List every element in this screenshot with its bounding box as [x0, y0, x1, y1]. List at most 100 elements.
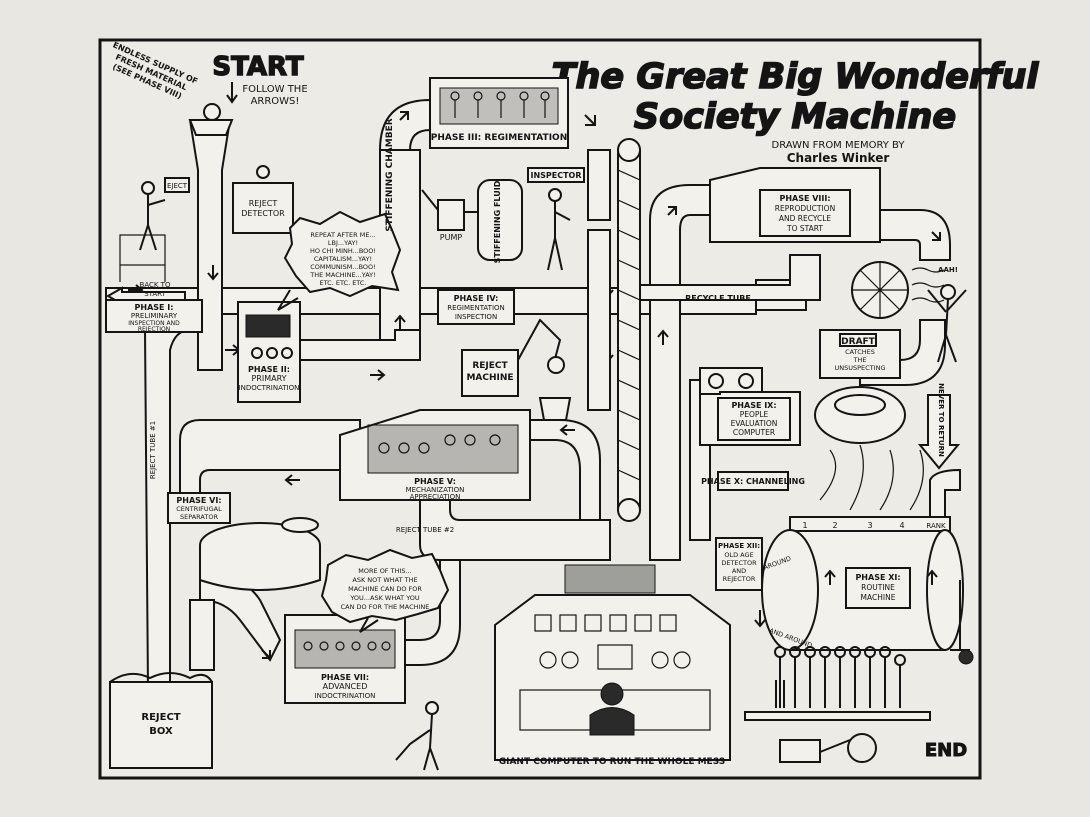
speech-2-line-2: ASK NOT WHAT THE [352, 576, 417, 584]
phase-8-line-4: TO START [786, 224, 823, 233]
phase-3-label: PHASE III: REGIMENTATION [431, 133, 567, 143]
reject-detector-label-2: DETECTOR [241, 209, 285, 218]
stiffening-chamber-label: STIFFENING CHAMBER [385, 118, 395, 231]
speech-2-line-1: MORE OF THIS... [358, 567, 411, 575]
title-line-2: Society Machine [634, 97, 956, 137]
phase-4-line-1: PHASE IV: [454, 294, 499, 303]
never-return-arrow [917, 394, 961, 470]
phase-9-line-3: EVALUATION [731, 419, 778, 428]
phase-7-line-1: PHASE VII: [321, 673, 369, 682]
giant-computer-area: GIANT COMPUTER TO RUN THE WHOLE MESS [494, 564, 731, 767]
stiffening-area: STIFFENING CHAMBER PUMP STIFFENING FLUID [385, 118, 523, 263]
sweeper-person-icon [425, 701, 439, 715]
phase-12-line-1: PHASE XII: [718, 542, 760, 550]
phase-9-line-4: COMPUTER [733, 428, 775, 437]
speech-1-line-3: HO CHI MINH...BOO! [310, 247, 376, 255]
phase-10-area: PHASE X: CHANNELING [701, 444, 924, 511]
phase-3-area: PHASE III: REGIMENTATION [429, 77, 569, 149]
phase-11-box [845, 567, 911, 609]
draft-label: DRAFT [841, 337, 876, 347]
phase-6-area: PHASE VI: CENTRIFUGAL SEPARATOR [167, 492, 321, 591]
phase-9-area: PHASE IX: PEOPLE EVALUATION COMPUTER [699, 367, 906, 446]
speech-bubble-repeat [283, 210, 402, 298]
phase-5-line-3: APPRECIATION [410, 493, 461, 501]
never-return-label: NEVER TO RETURN [937, 383, 945, 457]
phase-4-box [437, 289, 515, 325]
credit-line-2: Charles Winker [787, 151, 890, 165]
start-sub-2: ARROWS! [251, 96, 300, 107]
giant-computer [494, 594, 731, 761]
phase-6-line-3: SEPARATOR [180, 513, 218, 521]
reject-box-label-2: BOX [149, 726, 173, 737]
reject-box-label-1: REJECT [141, 712, 180, 723]
pump-label: PUMP [440, 233, 463, 242]
start-sub-1: FOLLOW THE [242, 84, 307, 95]
speech-1-line-5: COMMUNISM...BOO! [310, 263, 376, 271]
speech-2-line-5: CAN DO FOR THE MACHINE [341, 603, 430, 611]
phase-12-box [715, 537, 763, 591]
phase-1-line-2: PRELIMINARY [131, 312, 178, 320]
operator-icon [600, 682, 624, 706]
speech-bubble-more [320, 548, 450, 624]
phase-6-line-2: CENTRIFUGAL [176, 505, 222, 513]
reject-box-area: REJECT BOX [109, 672, 439, 771]
end-label: END [925, 740, 967, 761]
pump-box [437, 199, 465, 231]
reject-detector-box [232, 182, 294, 234]
rank-1: 1 [802, 521, 807, 530]
phase-1-line-4: REJECTION [138, 326, 170, 333]
rank-4: 4 [899, 521, 904, 530]
reject-machine-box [461, 349, 519, 397]
reject-box [109, 681, 213, 769]
phase-5-line-2: MECHANIZATION [406, 486, 465, 494]
phase-4-line-3: INSPECTION [455, 313, 497, 321]
phase-2-line-1: PHASE II: [248, 365, 290, 374]
phase-12-line-5: REJECTOR [723, 575, 756, 583]
speech-1-line-7: ETC. ETC. ETC. [319, 279, 366, 287]
reject-tube-1-label: REJECT TUBE #1 [149, 421, 157, 479]
hopper-funnel [188, 119, 234, 136]
phase-8-line-3: AND RECYCLE [779, 214, 832, 223]
phase-11-line-2: ROUTINE [861, 583, 895, 592]
rank-3: 3 [867, 521, 872, 530]
phase-2-line-2: PRIMARY [251, 374, 286, 383]
output-people-row: END [744, 646, 968, 763]
reject-bucket [538, 397, 572, 421]
phase-5-line-1: PHASE V: [414, 477, 456, 486]
detector-bulb-icon [256, 165, 270, 179]
draft-sub-2: THE [853, 356, 867, 364]
stiffening-fluid-label: STIFFENING FLUID [493, 180, 502, 263]
phase-12-line-2: OLD AGE [724, 551, 753, 559]
phase-10-box [717, 471, 789, 491]
eject-label: EJECT [167, 182, 188, 190]
rank-2: 2 [832, 521, 837, 530]
computer-top-panel [564, 564, 656, 594]
phase-1-line-3: INSPECTION AND [128, 320, 180, 327]
title-line-1: The Great Big Wonderful [552, 57, 1040, 97]
reject-tube-2-label: REJECT TUBE #2 [396, 526, 454, 534]
rank-label: RANK [926, 522, 946, 530]
inspector-label: INSPECTOR [530, 171, 581, 180]
phase-9-box [717, 397, 791, 441]
phase-11-area: 1 2 3 4 RANK PHASE XI: ROUTINE MACHINE A… [761, 516, 974, 665]
phase-4-line-2: REGIMENTATION [447, 304, 505, 312]
phase-1-box [105, 299, 203, 333]
conveyor-belt [617, 149, 641, 511]
phase-5-machine [339, 409, 531, 501]
phase-1-line-1: PHASE I: [135, 303, 174, 312]
phase-1-area: EJECT REJECT DETECTOR BACK TO START PHAS… [105, 165, 294, 333]
phase-11-line-1: PHASE XI: [855, 573, 900, 582]
phase-6-box [167, 492, 231, 524]
person-icon [141, 181, 155, 195]
phase-6-line-1: PHASE VI: [176, 496, 221, 505]
speech-1-line-6: THE MACHINE...YAY! [309, 271, 375, 279]
flying-person-icon [940, 284, 956, 300]
draft-area: DRAFT CATCHES THE UNSUSPECTING AAH! NEVE… [819, 261, 967, 470]
phase-8-box [759, 189, 851, 237]
phase-8-area: PHASE VIII: REPRODUCTION AND RECYCLE TO … [709, 167, 881, 243]
speech-2-line-4: YOU...ASK WHAT YOU [349, 594, 420, 602]
speech-1-line-2: LBJ...YAY! [328, 239, 358, 247]
person-icon [203, 103, 221, 121]
phase-11-line-3: MACHINE [861, 593, 896, 602]
